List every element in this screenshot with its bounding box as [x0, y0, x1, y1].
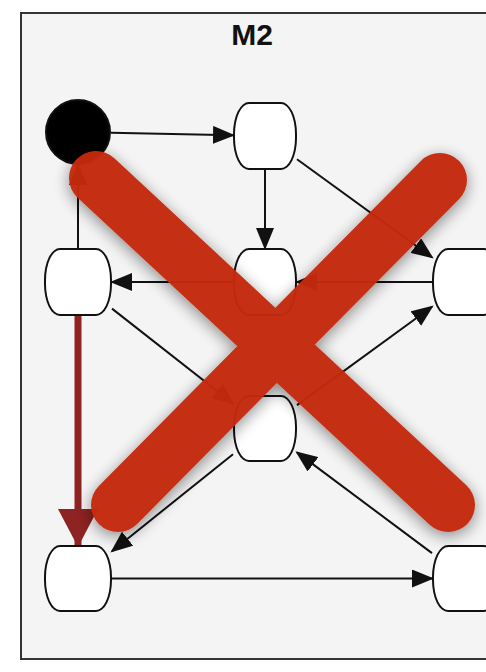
transition-arrow — [264, 170, 266, 248]
transition-arrow — [111, 133, 233, 136]
state-box — [432, 248, 486, 316]
transition-arrow — [297, 159, 432, 257]
transition-arrow — [77, 165, 79, 248]
state-box — [432, 545, 486, 612]
state-box — [44, 248, 112, 316]
transition-arrow — [297, 452, 432, 553]
transition-arrow — [112, 454, 233, 551]
start-node — [45, 99, 111, 165]
state-box — [233, 395, 297, 462]
transition-arrow — [297, 281, 432, 283]
transition-arrow — [112, 281, 233, 283]
state-box — [44, 545, 112, 612]
state-box — [233, 102, 297, 170]
state-box — [233, 248, 297, 316]
transition-arrow — [75, 316, 82, 545]
transition-arrow — [112, 309, 233, 404]
diagram-title: M2 — [20, 18, 484, 52]
transition-arrow — [297, 307, 432, 405]
transition-arrow — [112, 578, 432, 580]
